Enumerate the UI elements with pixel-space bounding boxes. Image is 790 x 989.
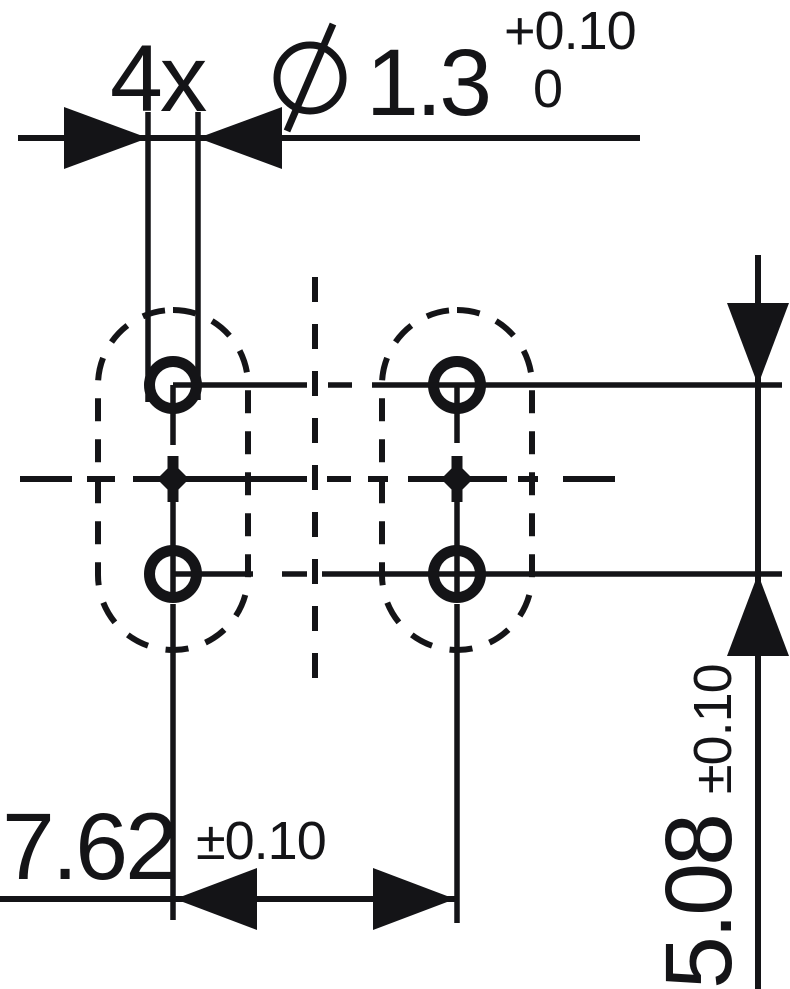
vertical-pitch-annotation: 5.08 ±0.10 [646,664,752,989]
arrowhead-down-icon [727,303,789,385]
horizontal-pitch-tolerance: ±0.10 [196,811,327,871]
hole-count-label: 4x [110,26,207,132]
diameter-symbol-icon [273,22,347,133]
arrowhead-left-outward-icon [175,868,257,930]
symmetry-centerlines [20,277,615,687]
diameter-symbol-slash [283,22,337,133]
arrowhead-left-icon [198,107,282,169]
hole-size-dimension [18,107,640,402]
arrowhead-right-icon [64,107,148,169]
vertical-pitch-tolerance: ±0.10 [683,664,743,795]
horizontal-pitch-value: 7.62 [2,794,178,900]
hole-diameter-value: 1.3 [366,30,492,136]
arrowhead-up-icon [727,574,789,656]
horizontal-pitch-dimension [0,868,457,930]
diameter-tolerance-upper: +0.10 [504,1,637,61]
arrowhead-right-outward-icon [373,868,455,930]
vertical-pitch-dimension [727,255,789,989]
vertical-pitch-value: 5.08 [646,816,752,989]
diameter-tolerance-lower: 0 [533,59,563,119]
diameter-symbol-circle [273,41,347,115]
